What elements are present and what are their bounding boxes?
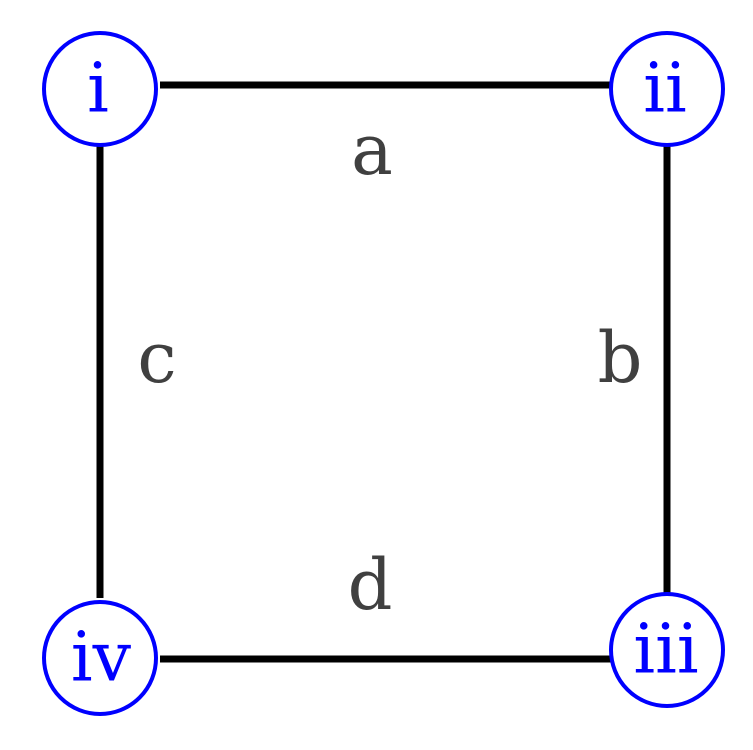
edge-a-label: a [351,109,393,191]
node-iii-circle [609,592,725,708]
node-ii-label: ii [643,50,687,129]
node-iv: iv [42,600,158,716]
node-i-label: i [87,50,109,129]
node-iv-circle [42,600,158,716]
node-i: i [42,31,158,147]
edge-c-label: c [137,317,176,399]
node-i-circle [42,31,158,147]
edge-d-label: d [348,544,393,626]
node-iii: iii [609,592,725,708]
node-ii-circle [609,31,725,147]
node-ii: ii [609,31,725,147]
node-iv-label: iv [71,619,132,698]
node-iii-label: iii [633,611,698,690]
edge-b-label: b [598,317,643,399]
